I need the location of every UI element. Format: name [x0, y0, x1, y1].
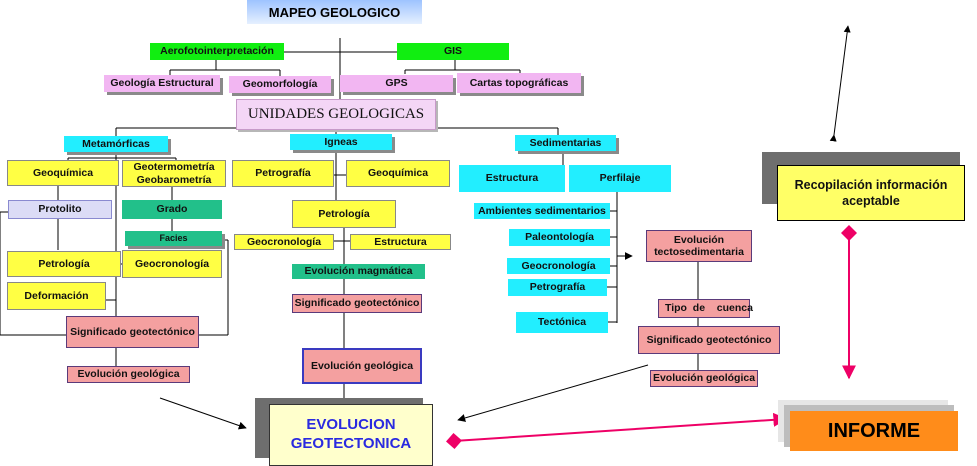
evolucion-tectosedimentaria-box: Evolución tectosedimentaria — [646, 230, 752, 262]
cartas-topograficas-box: Cartas topográficas — [457, 73, 581, 93]
deformacion-box: Deformación — [7, 282, 106, 310]
tectonica-box: Tectónica — [516, 312, 608, 333]
grado-box: Grado — [122, 200, 222, 219]
ign-geoquimica-box: Geoquímica — [346, 160, 450, 187]
recopilacion-box: Recopilación información aceptable — [777, 165, 965, 221]
meta-geotermometria-box: Geotermometría Geobarometría — [122, 160, 226, 187]
geomorfologia-box: Geomorfología — [229, 76, 331, 93]
igneas-header: Igneas — [290, 134, 392, 150]
ign-evolucion-box: Evolución geológica — [302, 348, 422, 384]
aerofotointerpretacion-box: Aerofotointerpretación — [150, 43, 284, 60]
ign-petrografia-box: Petrografía — [232, 160, 334, 187]
perfilaje-box: Perfilaje — [569, 165, 671, 192]
ign-geocronologia-box: Geocronología — [234, 234, 334, 250]
sed-geocronologia-box: Geocronología — [507, 258, 610, 274]
title: MAPEO GEOLOGICO — [247, 0, 422, 24]
sedimentarias-header: Sedimentarias — [515, 135, 616, 151]
meta-petrologia-box: Petrología — [7, 251, 121, 277]
sed-significado-box: Significado geotectónico — [638, 326, 780, 354]
protolito-box: Protolito — [8, 200, 112, 219]
informe-box: INFORME — [790, 411, 958, 451]
ign-petrologia-box: Petrología — [292, 200, 396, 228]
facies-box: Facies — [125, 231, 222, 246]
meta-significado-box: Significado geotectónico — [66, 316, 199, 348]
gps-box: GPS — [340, 75, 453, 92]
sed-petrografia-box: Petrografía — [508, 279, 607, 296]
geologia-estructural-box: Geología Estructural — [104, 75, 220, 92]
meta-geocronologia-box: Geocronología — [122, 250, 222, 278]
meta-geoquimica-box: Geoquímica — [7, 160, 119, 186]
sed-evolucion-box: Evolución geológica — [650, 370, 758, 387]
unidades-geologicas-box: UNIDADES GEOLOGICAS — [236, 99, 436, 130]
evolucion-magmatica-box: Evolución magmática — [292, 264, 425, 279]
metamorficas-header: Metamórficas — [64, 136, 168, 152]
gis-box: GIS — [397, 43, 509, 60]
tipo-cuenca-box: Tipo de cuenca — [658, 299, 753, 318]
ambientes-sedimentarios-box: Ambientes sedimentarios — [474, 203, 610, 219]
evolucion-geotectonica-box: EVOLUCION GEOTECTONICA — [269, 404, 433, 466]
meta-evolucion-box: Evolución geológica — [67, 366, 190, 383]
sed-estructura-box: Estructura — [459, 165, 565, 192]
ign-significado-box: Significado geotectónico — [292, 294, 422, 313]
paleontologia-box: Paleontología — [509, 229, 610, 246]
ign-estructura-box: Estructura — [350, 234, 451, 250]
